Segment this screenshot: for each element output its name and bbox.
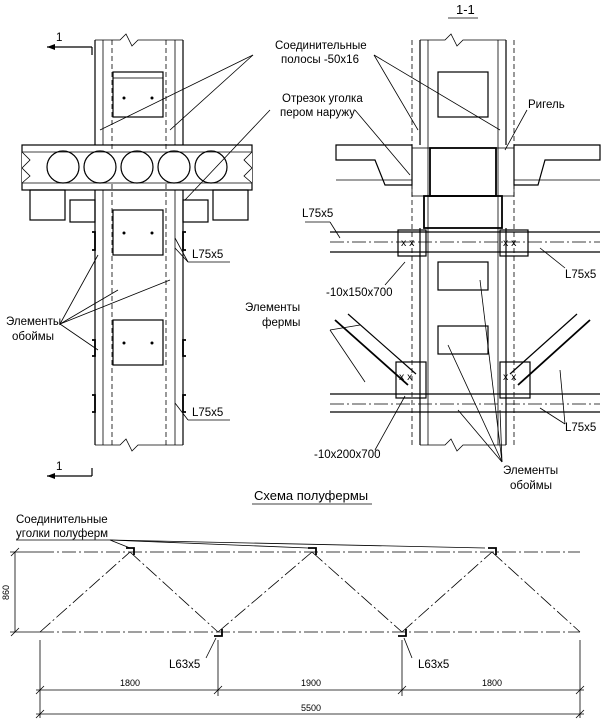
crossbar-label: Ригель: [528, 99, 565, 111]
center-labels: Соединительные полосы -50x16 Отрезок уго…: [275, 40, 367, 119]
scheme-title: Схема полуфермы: [254, 488, 368, 503]
height-dimension: 860: [1, 585, 11, 600]
span-3: 1800: [482, 678, 502, 688]
plate-lower-label: -10x200x700: [314, 449, 381, 461]
span-2: 1900: [301, 678, 321, 688]
section-cut-top: 1: [47, 32, 93, 55]
connecting-strips-line2: полосы -50x16: [281, 54, 359, 66]
angle-section-right-upper-label: L75x5: [565, 269, 596, 281]
connecting-angles-line2: уголки полуферм: [16, 528, 108, 540]
cut-mark-bottom: 1: [56, 461, 62, 473]
clip-elements-right-line1: Элементы: [503, 465, 558, 477]
connecting-angles-line1: Соединительные: [16, 514, 108, 526]
truss-elements-line2: фермы: [262, 317, 300, 329]
cut-mark-top: 1: [56, 32, 62, 44]
truss-elements-line1: Элементы: [245, 302, 300, 314]
angle-left-upper-label: L75x5: [192, 249, 223, 261]
angle-segment-line2: пером наружу: [280, 107, 355, 119]
section-mark: 1-1: [456, 2, 475, 17]
section-1-1: 1-1 x x x x: [245, 2, 601, 492]
clip-elements-left-line2: обоймы: [12, 331, 54, 343]
left-elevation: 1 1: [6, 32, 271, 479]
svg-text:x x: x x: [401, 237, 415, 249]
profile-right-label: L63x5: [418, 659, 449, 671]
connecting-strips-line1: Соединительные: [275, 40, 367, 52]
plate-upper-label: -10x150x700: [326, 287, 393, 299]
half-truss-scheme: Схема полуфермы Соединительные уголки по…: [1, 488, 585, 719]
svg-text:x x: x x: [503, 371, 517, 383]
clip-elements-right-line2: обоймы: [510, 480, 552, 492]
section-cut-bottom: 1: [47, 461, 93, 479]
angle-section-right-lower-label: L75x5: [565, 422, 596, 434]
profile-left-label: L63x5: [169, 659, 200, 671]
svg-text:x x: x x: [503, 237, 517, 249]
angle-left-lower-label: L75x5: [192, 407, 223, 419]
total-span: 5500: [301, 703, 321, 713]
clip-elements-left-line1: Элементы: [6, 316, 61, 328]
angle-segment-line1: Отрезок уголка: [282, 93, 363, 105]
span-1: 1800: [120, 678, 140, 688]
angle-section-left-label: L75x5: [302, 208, 333, 220]
hollow-core-slab: [21, 144, 253, 191]
svg-text:x x: x x: [399, 371, 413, 383]
